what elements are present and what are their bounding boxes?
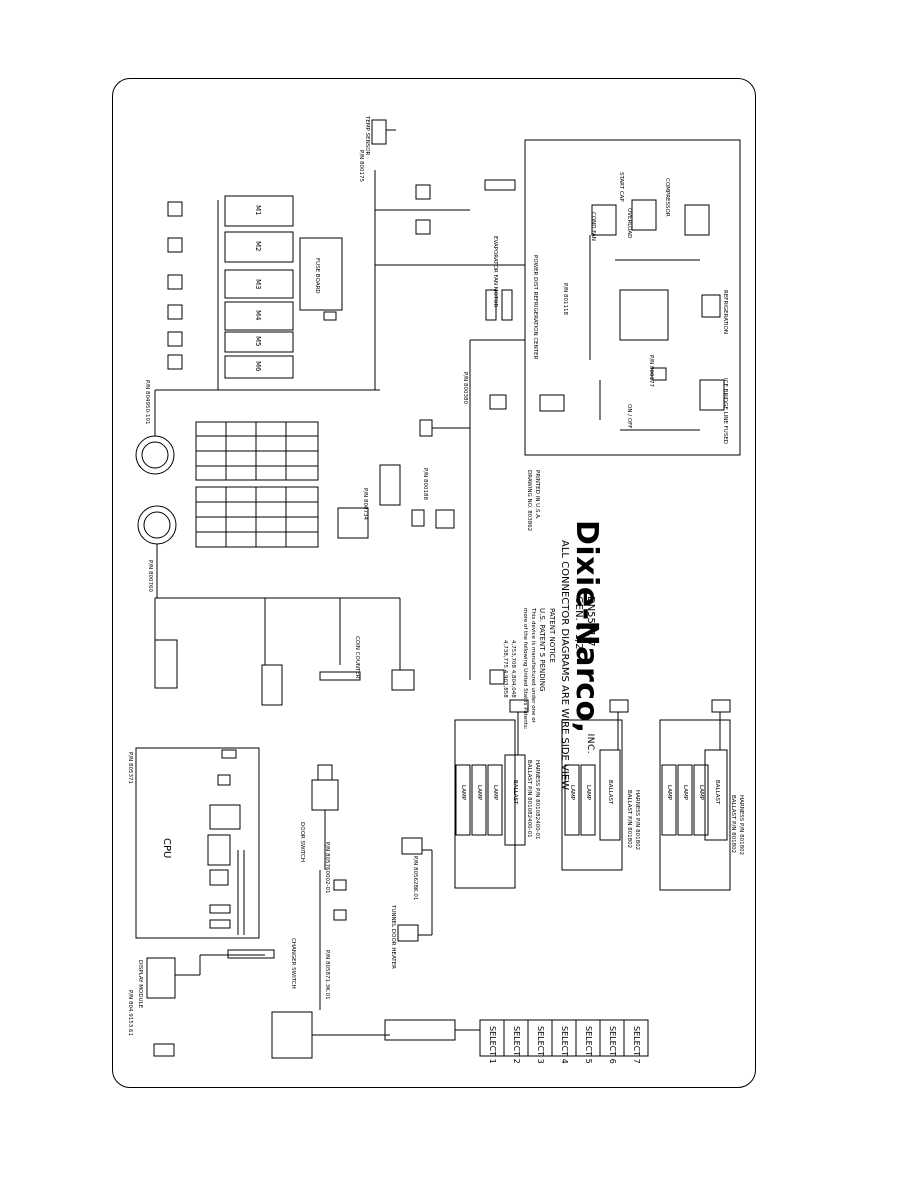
motor-label: M2 <box>254 241 262 252</box>
patents-b: 4,738,775 4,903,858 <box>502 640 508 698</box>
motor-label: M1 <box>254 205 262 216</box>
ballast-assembly-1 <box>454 719 516 889</box>
cpu-pn-label: P/N 805371 <box>127 752 133 785</box>
cond-fan-label: COND FAN <box>590 212 596 241</box>
overload-label: OVERLOAD <box>626 208 632 239</box>
changer-switch-label: CHANGER SWITCH <box>290 938 296 989</box>
fuse-board-label: FUSE BOARD <box>314 258 320 294</box>
select-panel <box>479 1019 649 1057</box>
motor-label: M3 <box>254 279 262 290</box>
ballast-label: BALLAST <box>512 780 518 805</box>
select-button-5: SELECT 5 <box>584 1026 593 1064</box>
select-button-7: SELECT 7 <box>632 1026 641 1064</box>
power-center-label: POWER DIST REFRIGERATION CENTER <box>532 255 538 360</box>
lamp-label: LAMP <box>666 785 672 801</box>
tunnel-heater-label: TUNNEL DOOR HEATER <box>390 905 396 969</box>
temp-sensor-label: TEMP SENSOR <box>364 116 370 156</box>
motor-m6 <box>224 355 294 379</box>
ballast-assembly-3 <box>659 719 731 891</box>
lamp-label: LAMP <box>569 785 575 801</box>
power-dist-center <box>524 139 741 456</box>
ballast3-harness-label: HARNESS P/N 801802 <box>738 795 744 856</box>
lamp-label: LAMP <box>492 785 498 801</box>
ballast3-pn-label: BALLAST P/N 801802 <box>730 795 736 854</box>
lamp-label: LAMP <box>698 785 704 801</box>
ballast2-harness-label: HARNESS P/N 801802 <box>634 790 640 851</box>
display-pn-label: P/N 804.9153.61 <box>127 990 133 1037</box>
cpu-board <box>135 747 260 939</box>
printed-in: PRINTED IN U.S.A. <box>534 470 540 520</box>
door-switch-label: DOOR SWITCH <box>299 822 305 863</box>
start-cap-label: START CAP <box>618 172 624 202</box>
evap-fan-label: EVAPORATOR FAN MOTOR <box>492 236 498 308</box>
booster-pn-label: P/N 800188 <box>422 468 428 501</box>
fuse-board <box>299 237 343 311</box>
door-pn-label: P/N 805760002-01 <box>324 842 330 894</box>
motor-label: M6 <box>254 361 262 372</box>
fused-pn-label: P/N 800177 <box>648 355 654 388</box>
changer-pn-label: P/N 805871.3K.01 <box>324 950 330 1000</box>
generation: GEN. 6 1/2 <box>573 596 584 650</box>
motor-label: M5 <box>254 336 262 347</box>
motor-m5 <box>224 331 294 353</box>
fridge-pn-label: P/N 800380 <box>462 372 468 405</box>
patent-line-2: This device is manufactured under one or <box>530 608 536 723</box>
select-button-6: SELECT 6 <box>608 1026 617 1064</box>
drawing-border <box>112 78 756 1088</box>
power-pn-label: P/N 801118 <box>562 283 568 316</box>
patent-line-3: more of the following United States Pate… <box>522 608 528 730</box>
lamp-label: LAMP <box>460 785 466 801</box>
tunnel-pn-label: P/N 805628K.01 <box>412 856 418 901</box>
select-button-1: SELECT 1 <box>488 1026 497 1064</box>
motor-m1 <box>224 195 294 227</box>
select-button-3: SELECT 3 <box>536 1026 545 1064</box>
patent-line-1: U.S. PATENT 5 PENDING <box>538 608 546 692</box>
select-button-4: SELECT 4 <box>560 1026 569 1064</box>
door-switch <box>311 779 339 811</box>
connector-note: ALL CONNECTOR DIAGRAMS ARE WIRE SIDE VIE… <box>559 540 570 791</box>
motor-m3 <box>224 269 294 299</box>
refrigeration-label: REFRIGERATION <box>722 290 728 334</box>
coin-counter-label: COIN COUNTER <box>354 636 360 679</box>
cpu-label: CPU <box>161 838 172 859</box>
harness-pn-label: P/N 800734 <box>362 488 368 521</box>
patents-a: 4,753,708 4,804,048 <box>510 640 516 698</box>
ballast2-pn-label: BALLAST P/N 801802 <box>626 790 632 849</box>
ballast-label: BALLAST <box>607 780 613 805</box>
patent-heading: PATENT NOTICE <box>548 608 556 663</box>
motor-m2 <box>224 231 294 263</box>
temp-pn-label: P/N 800175 <box>358 150 364 183</box>
motor-m4 <box>224 301 294 331</box>
lamp-label: LAMP <box>476 785 482 801</box>
lamp-label: LAMP <box>585 785 591 801</box>
on-off-label: ON / OFF <box>626 404 632 429</box>
ice-note-label: ICE BRIDGE LINE FUSED <box>722 378 728 445</box>
select-button-2: SELECT 2 <box>512 1026 521 1064</box>
ballast-label: BALLAST <box>714 780 720 805</box>
motor-label: M4 <box>254 310 262 321</box>
main-pn-label: P/N 800760 <box>147 560 153 593</box>
vend-pn-label: P/N 804950-101 <box>144 380 150 425</box>
drawing-number: DRAWING NO. 803862 <box>526 470 532 532</box>
compressor-label: COMPRESSOR <box>664 178 670 217</box>
lamp-label: LAMP <box>682 785 688 801</box>
display-module-label: DISPLAY MODULE <box>137 960 143 1009</box>
display-module <box>146 957 176 999</box>
ballast-assembly-2 <box>561 719 623 871</box>
model-number: DN5591-7 <box>585 596 596 647</box>
ballast1-harness-label: HARNESS P/N 801082400-01 <box>534 760 540 840</box>
ballast1-pn-label: BALLAST P/N 801082400-01 <box>526 760 532 838</box>
